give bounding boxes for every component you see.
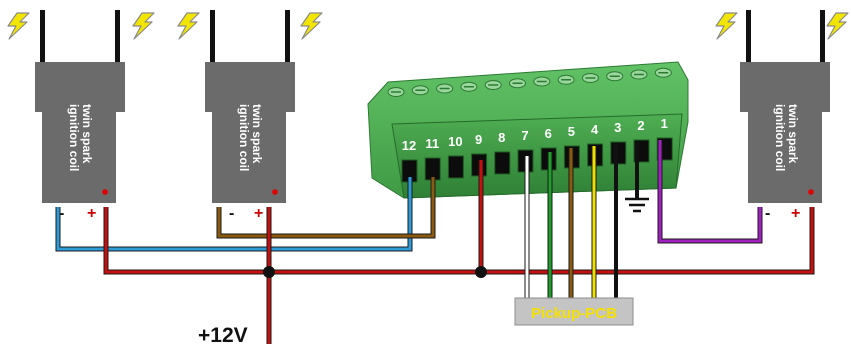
coil-body xyxy=(740,62,830,203)
terminal-block-face xyxy=(391,113,683,199)
ignition-coil-3: twin spark ignition coil - + xyxy=(715,10,849,222)
wire-purple xyxy=(658,140,762,243)
junction-dot xyxy=(475,266,487,278)
terminal-number-3: 3 xyxy=(614,120,621,135)
hv-lead xyxy=(115,10,120,62)
ignition-coil-2: twin spark ignition coil - + xyxy=(177,10,323,222)
spark-icon xyxy=(132,12,155,40)
terminal-number-7: 7 xyxy=(521,128,528,143)
spark-icon xyxy=(715,12,738,40)
terminal-socket xyxy=(494,151,511,175)
pickup-pcb: Pickup-PCB xyxy=(514,297,634,326)
terminal-screws xyxy=(387,67,672,97)
hv-lead xyxy=(746,10,751,62)
hv-lead xyxy=(285,10,290,62)
wires xyxy=(55,140,815,344)
spark-icon xyxy=(826,12,849,40)
plus-sign: + xyxy=(791,205,800,222)
coil-label-line1: twin spark xyxy=(80,104,94,164)
terminal-number-8: 8 xyxy=(498,130,505,145)
hv-lead xyxy=(210,10,215,62)
positive-dot xyxy=(272,189,278,195)
terminal-number-11: 11 xyxy=(425,136,439,151)
wire-red-bus xyxy=(104,207,814,274)
supply-voltage-label: +12V xyxy=(198,324,248,347)
positive-dot xyxy=(102,189,108,195)
minus-sign: - xyxy=(765,205,770,222)
terminal-number-9: 9 xyxy=(475,132,482,147)
pickup-pcb-label: Pickup-PCB xyxy=(531,305,617,322)
plus-sign: + xyxy=(254,205,263,222)
minus-sign: - xyxy=(229,205,234,222)
ignition-coil-1: twin spark ignition coil - + xyxy=(7,10,155,222)
coil-body xyxy=(205,62,295,203)
pickup-pcb-box xyxy=(514,297,634,326)
terminal-number-10: 10 xyxy=(448,134,462,149)
coil-label-line2: ignition coil xyxy=(67,104,81,171)
terminal-number-6: 6 xyxy=(545,126,552,141)
wire-brown xyxy=(217,177,435,238)
terminal-number-12: 12 xyxy=(402,138,416,153)
coil-label-line1: twin spark xyxy=(250,104,264,164)
spark-icon xyxy=(300,12,323,40)
hv-lead xyxy=(820,10,825,62)
terminal-number-4: 4 xyxy=(591,122,599,137)
plus-sign: + xyxy=(87,205,96,222)
positive-dot xyxy=(808,189,814,195)
terminal-number-5: 5 xyxy=(568,124,575,139)
wire-blue xyxy=(56,177,412,251)
coil-body xyxy=(35,62,125,203)
terminal-socket xyxy=(610,141,627,165)
junction-dot xyxy=(263,266,275,278)
spark-icon xyxy=(177,12,200,40)
hv-lead xyxy=(40,10,45,62)
terminal-numbers: 12 11 10 9 8 7 6 5 4 3 2 1 xyxy=(402,116,668,153)
coil-label-line2: ignition coil xyxy=(237,104,251,171)
ground-icon xyxy=(625,197,649,213)
terminal-socket xyxy=(424,157,441,181)
coil-label-line2: ignition coil xyxy=(773,104,787,171)
terminal-number-1: 1 xyxy=(661,116,668,131)
terminal-block: 12 11 10 9 8 7 6 5 4 3 2 1 xyxy=(367,61,689,199)
terminal-number-2: 2 xyxy=(637,118,644,133)
coil-label-line1: twin spark xyxy=(786,104,800,164)
terminal-socket xyxy=(447,155,464,179)
minus-sign: - xyxy=(59,205,64,222)
spark-icon xyxy=(7,12,30,40)
